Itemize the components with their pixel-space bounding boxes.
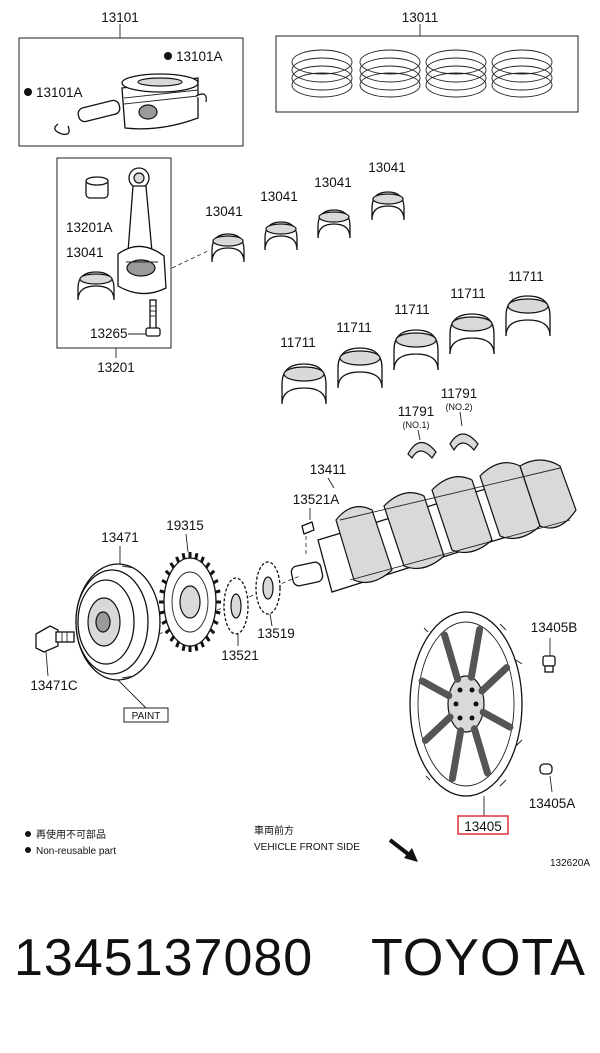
- label-rod-bearing-4: 13041: [368, 160, 406, 175]
- paint-tag: PAINT: [123, 707, 169, 723]
- label-thrust-washer-1-note: (NO.1): [403, 420, 430, 430]
- front-jp: 車両前方: [254, 824, 294, 837]
- label-pulley-bolt: 13471C: [30, 678, 78, 693]
- main-bearing-4: [449, 313, 495, 355]
- label-timing-gear: 19315: [166, 518, 204, 533]
- main-bearing-3: [393, 329, 439, 371]
- label-crankshaft: 13411: [310, 462, 347, 477]
- label-bushing: 13201A: [66, 220, 113, 235]
- part-number: 1345137080: [14, 929, 314, 987]
- label-thrust-washer-2: 11791: [441, 386, 478, 401]
- piston-group: 13101 13101A 13101A: [18, 10, 244, 147]
- label-flywheel-bolt: 13405B: [531, 620, 578, 635]
- label-main-bearing-2: 11711: [336, 320, 372, 335]
- piston: [121, 73, 199, 130]
- label-crank-sprocket-b: 13519: [257, 626, 295, 641]
- svg-text:PAINT: PAINT: [132, 711, 161, 722]
- legend-non-reusable-en: Non-reusable part: [36, 846, 116, 857]
- parts-diagram: 13101 13101A 13101A 13011: [18, 10, 590, 869]
- label-piston-clip-left: 13101A: [36, 85, 83, 100]
- label-ring-set: 13011: [402, 10, 439, 25]
- footer-bar: 1345137080 TOYOTA: [0, 928, 600, 1018]
- rod-bolt: [145, 299, 161, 337]
- crank-sprocket-a: 13521: [221, 577, 259, 663]
- rod-bearing-3: [317, 209, 351, 239]
- label-rod-bolt: 13265: [90, 326, 128, 341]
- piston-rings: [291, 49, 553, 98]
- legend: 再使用不可部品 Non-reusable part: [25, 828, 116, 857]
- legend-non-reusable-jp: 再使用不可部品: [36, 828, 106, 841]
- crank-sprocket-b: 13519: [255, 561, 295, 641]
- connecting-rod-group: 13201 13201A 13041 1326: [56, 157, 172, 375]
- piston-clip-left: [54, 123, 70, 135]
- label-main-bearing-1: 11711: [280, 335, 316, 350]
- bullet-dot: [25, 831, 31, 837]
- thrust-washer-2: [449, 433, 479, 452]
- rod-bearings-row: 13041 13041 13041 13041: [205, 160, 406, 263]
- label-thrust-washer-2-note: (NO.2): [446, 402, 473, 412]
- label-main-bearing-5: 11711: [508, 269, 544, 284]
- main-bearings-row: 11711 11711 11711 11711 11711: [280, 269, 551, 405]
- label-piston-clip-right: 13101A: [176, 49, 223, 64]
- main-bearing-2: [337, 347, 383, 389]
- label-main-bearing-3: 11711: [394, 302, 430, 317]
- label-rod-bearing-2: 13041: [260, 189, 298, 204]
- non-reusable-dot: [24, 88, 32, 96]
- piston-clip-right: [195, 93, 207, 103]
- label-crank-key: 13521A: [293, 492, 340, 507]
- flywheel-bolt: 13405B: [531, 620, 578, 673]
- label-main-bearing-4: 11711: [450, 286, 486, 301]
- crank-pulley: 13471: [75, 530, 161, 709]
- rod-bushing: [85, 176, 109, 199]
- label-thrust-washer-1: 11791: [398, 404, 435, 419]
- label-piston-set: 13101: [101, 10, 139, 25]
- diagram-id: 132620A: [550, 858, 590, 869]
- connecting-rod: [117, 167, 167, 295]
- vehicle-front-note: 車両前方 VEHICLE FRONT SIDE: [254, 824, 418, 862]
- label-rod-bearing-left: 13041: [66, 245, 104, 260]
- rod-bearing-4: [371, 191, 405, 221]
- rod-bearing-2: [264, 221, 298, 251]
- non-reusable-dot: [164, 52, 172, 60]
- label-rod-bearing-1: 13041: [205, 204, 243, 219]
- label-rod-assy: 13201: [97, 360, 135, 375]
- piston-pin: [77, 99, 121, 123]
- front-arrow-icon: [388, 838, 418, 862]
- crank-key: 13521A: [293, 492, 340, 556]
- label-flywheel: 13405: [464, 819, 502, 834]
- label-rod-bearing-3: 13041: [314, 175, 352, 190]
- highlight-box: [457, 815, 509, 835]
- main-bearing-1: [281, 363, 327, 405]
- label-flywheel-pin: 13405A: [529, 796, 576, 811]
- main-bearing-5: [505, 295, 551, 337]
- timing-gear: 19315: [159, 518, 221, 652]
- rod-bearing-1: [211, 233, 245, 263]
- brand-name: TOYOTA: [371, 929, 586, 987]
- label-crank-sprocket-a: 13521: [221, 648, 259, 663]
- front-en: VEHICLE FRONT SIDE: [254, 842, 360, 853]
- bullet-dot: [25, 847, 31, 853]
- ring-set-group: 13011: [275, 10, 579, 113]
- flywheel: 13405: [409, 611, 523, 835]
- label-pulley: 13471: [101, 530, 139, 545]
- rod-bearing-left: [77, 271, 115, 301]
- crankshaft: 13411: [290, 459, 577, 593]
- pulley-bolt: 13471C: [30, 625, 78, 693]
- leader-rod-to-bearings: [171, 249, 211, 269]
- thrust-washer-1: [407, 441, 437, 459]
- flywheel-pin: 13405A: [529, 763, 576, 811]
- thrust-washers: 11791 (NO.1) 11791 (NO.2): [398, 386, 479, 459]
